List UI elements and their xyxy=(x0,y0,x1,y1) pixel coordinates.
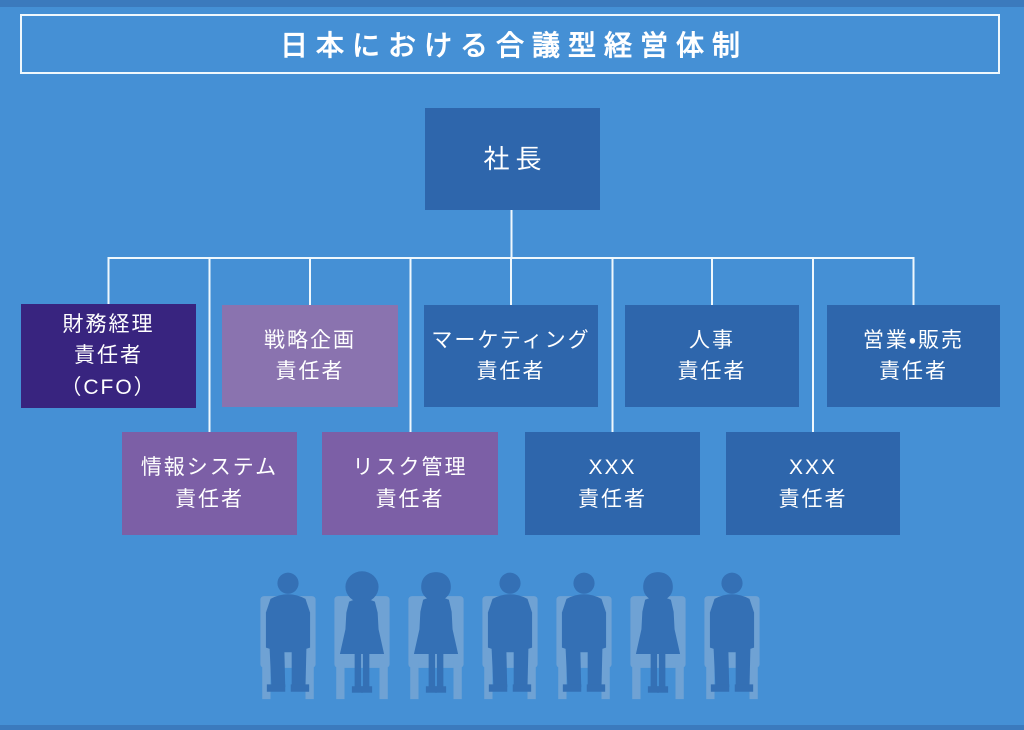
woman-icon xyxy=(636,572,680,693)
page-title: 日本における合議型経営体制 xyxy=(279,30,748,61)
org-box-strategy-planning-label: 戦略企画 責任者 xyxy=(264,328,356,384)
org-box-information-systems: 情報システム 責任者 xyxy=(122,432,297,535)
org-box-hr-label: 人事 責任者 xyxy=(677,328,747,384)
org-box-president-label: 社長 xyxy=(483,143,548,174)
top-edge-bar xyxy=(0,0,1024,7)
woman-icon xyxy=(414,572,458,693)
org-box-sales-label: 営業・販売 責任者 xyxy=(862,328,965,384)
board-members-illustration xyxy=(0,565,1024,715)
org-box-finance-cfo-label: 財務経理 責任者 （CFO） xyxy=(60,312,157,399)
org-box-finance-cfo: 財務経理 責任者 （CFO） xyxy=(21,304,196,408)
org-box-information-systems-label: 情報システム 責任者 xyxy=(140,456,279,511)
org-box-marketing: マーケティング 責任者 xyxy=(424,305,598,407)
man-icon xyxy=(266,573,310,692)
title-box: 日本における合議型経営体制 xyxy=(20,14,1000,74)
man-icon xyxy=(710,573,754,692)
org-box-sales: 営業・販売 責任者 xyxy=(827,305,1000,407)
woman-curly-icon xyxy=(340,571,384,692)
man-icon xyxy=(562,573,606,692)
org-box-president: 社長 xyxy=(425,108,600,210)
org-box-xxx-1: XXX 責任者 xyxy=(525,432,700,535)
org-box-hr: 人事 責任者 xyxy=(625,305,799,407)
org-box-xxx-1-label: XXX 責任者 xyxy=(578,456,647,511)
org-box-marketing-label: マーケティング 責任者 xyxy=(431,328,591,384)
org-box-risk-management-label: リスク管理 責任者 xyxy=(352,456,468,511)
org-box-strategy-planning: 戦略企画 責任者 xyxy=(222,305,398,407)
org-box-risk-management: リスク管理 責任者 xyxy=(322,432,498,535)
org-box-xxx-2: XXX 責任者 xyxy=(726,432,900,535)
person-silhouette-man xyxy=(686,565,778,710)
man-icon xyxy=(488,573,532,692)
bottom-edge-bar xyxy=(0,725,1024,730)
org-box-xxx-2-label: XXX 責任者 xyxy=(778,456,848,511)
